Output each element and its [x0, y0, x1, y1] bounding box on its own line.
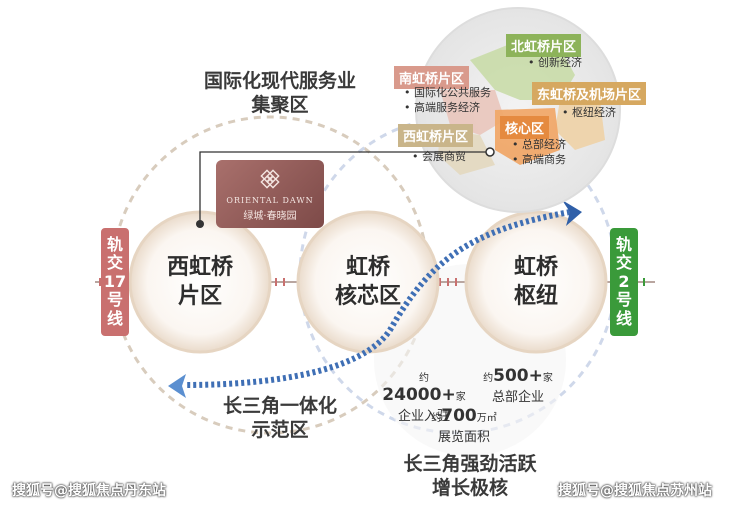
map-tag-south: 南虹桥片区: [394, 66, 470, 89]
stat-headquarters: 约500+家 总部企业: [483, 366, 553, 405]
connector-dot-end: [485, 147, 495, 157]
map-bullet-east: • 枢纽经济: [562, 106, 616, 119]
title-growth-core: 长三角强劲活跃增长极核: [403, 453, 537, 499]
map-tag-north: 北虹桥片区: [506, 34, 582, 57]
blue-arrow-path: [184, 209, 571, 388]
map-region-east: [555, 100, 605, 150]
node-hub: [464, 210, 608, 354]
node-label-core: 虹桥核芯区: [334, 255, 401, 309]
oriental-dawn-logo: ORIENTAL DAWN 绿城·春晓园: [216, 160, 324, 228]
watermark-left: 搜狐号@搜狐焦点丹东站: [12, 483, 166, 499]
knot-logo-icon: [260, 169, 280, 189]
node-label-hub: 虹桥枢纽: [513, 255, 558, 309]
stat-enterprises: 约24000+家 企业入驻: [382, 373, 466, 424]
map-tag-core: 核心区: [500, 116, 550, 139]
map-bullets-core: • 总部经济• 高端商务: [512, 138, 566, 166]
watermark-right: 搜狐号@搜狐焦点苏州站: [558, 483, 712, 499]
node-label-west: 西虹桥片区: [166, 255, 233, 309]
blue-arrow-head-left: [168, 374, 186, 398]
map-bullet-west: • 会展商贸: [412, 150, 466, 163]
map-bullets-south: • 国际化公共服务• 高端服务经济: [404, 86, 491, 114]
logo-chinese-name: 绿城·春晓园: [243, 211, 297, 222]
map-bullet-north: • 创新经济: [528, 56, 582, 69]
title-service-cluster: 国际化现代服务业集聚区: [203, 70, 356, 116]
map-tag-east: 东虹桥及机场片区: [532, 82, 647, 105]
title-integration-zone: 长三角一体化示范区: [222, 395, 337, 441]
connector-dot-start: [196, 220, 204, 228]
stat-exhibition-area: 约700万㎡ 展览面积: [431, 406, 497, 445]
map-region-south: [440, 90, 505, 135]
map-tag-west: 西虹桥片区: [398, 124, 474, 147]
node-core: [296, 210, 440, 354]
blue-arrow-head-right: [562, 200, 582, 226]
connector-line: [199, 151, 490, 222]
logo-english-name: ORIENTAL DAWN: [226, 196, 314, 205]
